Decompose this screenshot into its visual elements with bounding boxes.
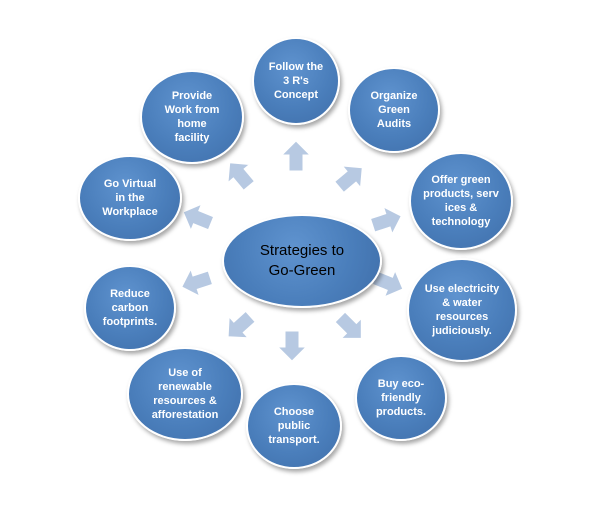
center-bubble: Strategies to Go-Green [222, 214, 382, 308]
arrow-follow-3rs [280, 140, 312, 172]
node-green-products: Offer green products, serv ices & techno… [409, 152, 513, 250]
node-green-audits: Organize Green Audits [348, 67, 440, 153]
node-work-home: Provide Work from home facility [140, 70, 244, 164]
node-label: Choose public transport. [268, 406, 320, 446]
node-carbon: Reduce carbon footprints. [84, 265, 176, 351]
node-follow-3rs: Follow the 3 R's Concept [252, 37, 340, 125]
node-label: Buy eco- friendly products. [375, 378, 427, 418]
node-label: Offer green products, serv ices & techno… [423, 174, 499, 228]
center-label: Strategies to Go-Green [259, 242, 345, 279]
arrow-public-transport [276, 330, 308, 362]
arrow-virtual [182, 203, 215, 232]
node-renewable: Use of renewable resources & afforestati… [127, 347, 243, 441]
node-electricity-water: Use electricity & water resources judici… [407, 258, 517, 362]
arrow-carbon [181, 268, 214, 297]
node-public-transport: Choose public transport. [246, 383, 342, 469]
arrow-work-home [227, 162, 256, 191]
arrow-renewable [227, 310, 256, 339]
arrow-green-products [369, 206, 402, 235]
arrow-green-audits [334, 165, 363, 194]
node-label: Go Virtual in the Workplace [102, 178, 158, 218]
node-label: Use of renewable resources & afforestati… [151, 367, 219, 421]
node-virtual: Go Virtual in the Workplace [78, 155, 182, 241]
node-label: Provide Work from home facility [164, 90, 220, 144]
node-label: Use electricity & water resources judici… [424, 283, 500, 337]
node-label: Organize Green Audits [370, 90, 418, 130]
node-label: Follow the 3 R's Concept [268, 61, 324, 101]
arrow-eco-products [334, 311, 362, 339]
node-label: Reduce carbon footprints. [102, 288, 158, 328]
node-eco-products: Buy eco- friendly products. [355, 355, 447, 441]
arrow-electricity-water [371, 269, 404, 298]
